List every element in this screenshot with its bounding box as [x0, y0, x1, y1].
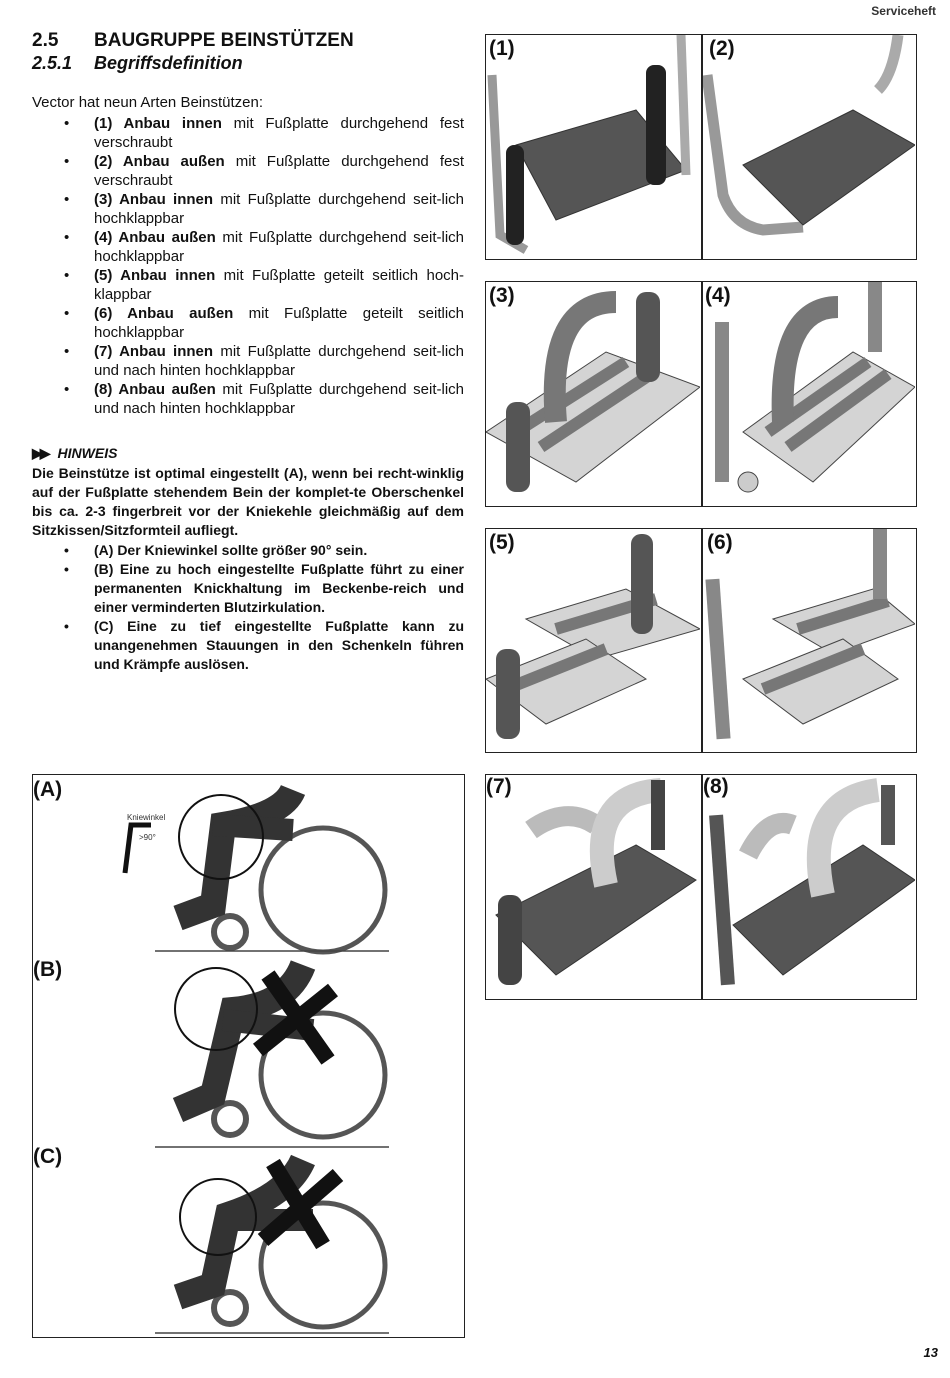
legrest-illustration-5 [486, 534, 700, 739]
type-label: (7) Anbau innen [94, 343, 214, 360]
type-description: mit Fußplatte durchgehend seit-lich hoch… [94, 229, 464, 265]
figure-label: (2) [709, 37, 735, 60]
list-item: (1) Anbau innen mit Fußplatte durchgehen… [32, 114, 464, 152]
section-heading: 2.5 BAUGRUPPE BEINSTÜTZEN [32, 30, 354, 52]
legrest-type-list: (1) Anbau innen mit Fußplatte durchgehen… [32, 114, 464, 418]
legrest-illustration-2 [703, 35, 915, 236]
figure-6: (6) [702, 528, 917, 753]
figure-label: (8) [703, 775, 729, 798]
figure-label: (5) [489, 531, 515, 554]
type-description: mit Fußplatte durchgehend seit-lich und … [94, 381, 464, 417]
figure-label: (7) [486, 775, 512, 798]
type-description: mit Fußplatte durchgehend seit-lich hoch… [94, 191, 464, 227]
type-label: (3) Anbau innen [94, 191, 214, 208]
type-label: (4) Anbau außen [94, 229, 216, 246]
figure-label: (1) [489, 37, 515, 60]
type-label: (5) Anbau innen [94, 267, 216, 284]
legrest-illustration-6 [705, 529, 915, 740]
posture-illustrations [122, 784, 389, 1334]
wheelchair-b [155, 959, 389, 1148]
list-item: (A) Der Kniewinkel sollte größer 90° sei… [32, 541, 464, 560]
knee-angle-value: >90° [139, 833, 156, 842]
posture-label-b: (B) [33, 958, 63, 981]
subsection-heading: 2.5.1 Begriffsdefinition [32, 53, 243, 74]
legrest-illustration-1 [487, 35, 691, 254]
list-item: (3) Anbau innen mit Fußplatte durchgehen… [32, 190, 464, 228]
hint-notes-list: (A) Der Kniewinkel sollte größer 90° sei… [32, 541, 464, 674]
legrest-illustration-3 [486, 291, 700, 492]
list-item: (B) Eine zu hoch eingestellte Fußplatte … [32, 560, 464, 617]
section-title: BAUGRUPPE BEINSTÜTZEN [94, 30, 354, 51]
type-description: mit Fußplatte durchgehend fest verschrau… [94, 115, 464, 151]
figure-1: (1) [485, 34, 702, 260]
section-number: 2.5 [32, 30, 59, 51]
running-header: Serviceheft [871, 4, 936, 18]
page-number: 13 [923, 1345, 938, 1360]
list-item: (8) Anbau außen mit Fußplatte durchgehen… [32, 380, 464, 418]
type-description: mit Fußplatte geteilt seitlich hoch-klap… [94, 267, 465, 303]
figure-5: (5) [485, 528, 702, 753]
list-item: (7) Anbau innen mit Fußplatte durchgehen… [32, 342, 464, 380]
legrest-illustration-7 [495, 778, 697, 985]
type-label: (2) Anbau außen [94, 153, 225, 170]
posture-figure: (A) (B) (C) Kniewinkel >90° [32, 774, 465, 1338]
type-label: (8) Anbau außen [94, 381, 216, 398]
wheelchair-c [155, 1154, 389, 1334]
posture-label-c: (C) [33, 1145, 63, 1168]
type-description: mit Fußplatte geteilt seitlich hochklapp… [94, 305, 464, 341]
wheelchair-a [155, 784, 389, 955]
figure-8: (8) [702, 774, 917, 1000]
legrest-illustration-8 [709, 778, 915, 986]
subsection-title: Begriffsdefinition [94, 53, 243, 73]
hint-title: HINWEIS [57, 445, 118, 461]
posture-label-a: (A) [33, 778, 63, 801]
legrest-illustration-4 [715, 282, 915, 493]
figure-2: (2) [702, 34, 917, 260]
list-item: (2) Anbau außen mit Fußplatte durchgehen… [32, 152, 464, 190]
list-item: (6) Anbau außen mit Fußplatte geteilt se… [32, 304, 464, 342]
hint-heading: ▶▶ HINWEIS [32, 445, 117, 462]
list-item: (4) Anbau außen mit Fußplatte durchgehen… [32, 228, 464, 266]
type-label: (1) Anbau innen [94, 115, 222, 132]
type-description: mit Fußplatte durchgehend fest verschrau… [94, 153, 464, 189]
double-arrow-icon: ▶▶ [32, 445, 50, 461]
figure-4: (4) [702, 281, 917, 507]
type-description: mit Fußplatte durchgehend seit-lich und … [94, 343, 464, 379]
knee-angle-label: Kniewinkel [127, 813, 166, 822]
hint-body: Die Beinstütze ist optimal eingestellt (… [32, 465, 464, 538]
intro-text: Vector hat neun Arten Beinstützen: [32, 94, 263, 111]
figure-label: (6) [707, 531, 733, 554]
subsection-number: 2.5.1 [32, 53, 73, 73]
list-item: (C) Eine zu tief eingestellte Fußplatte … [32, 617, 464, 674]
figure-7: (7) [485, 774, 702, 1000]
list-item: (5) Anbau innen mit Fußplatte geteilt se… [32, 266, 464, 304]
figure-label: (3) [489, 284, 515, 307]
figure-3: (3) [485, 281, 702, 507]
type-label: (6) Anbau außen [94, 305, 234, 322]
figure-label: (4) [705, 284, 731, 307]
